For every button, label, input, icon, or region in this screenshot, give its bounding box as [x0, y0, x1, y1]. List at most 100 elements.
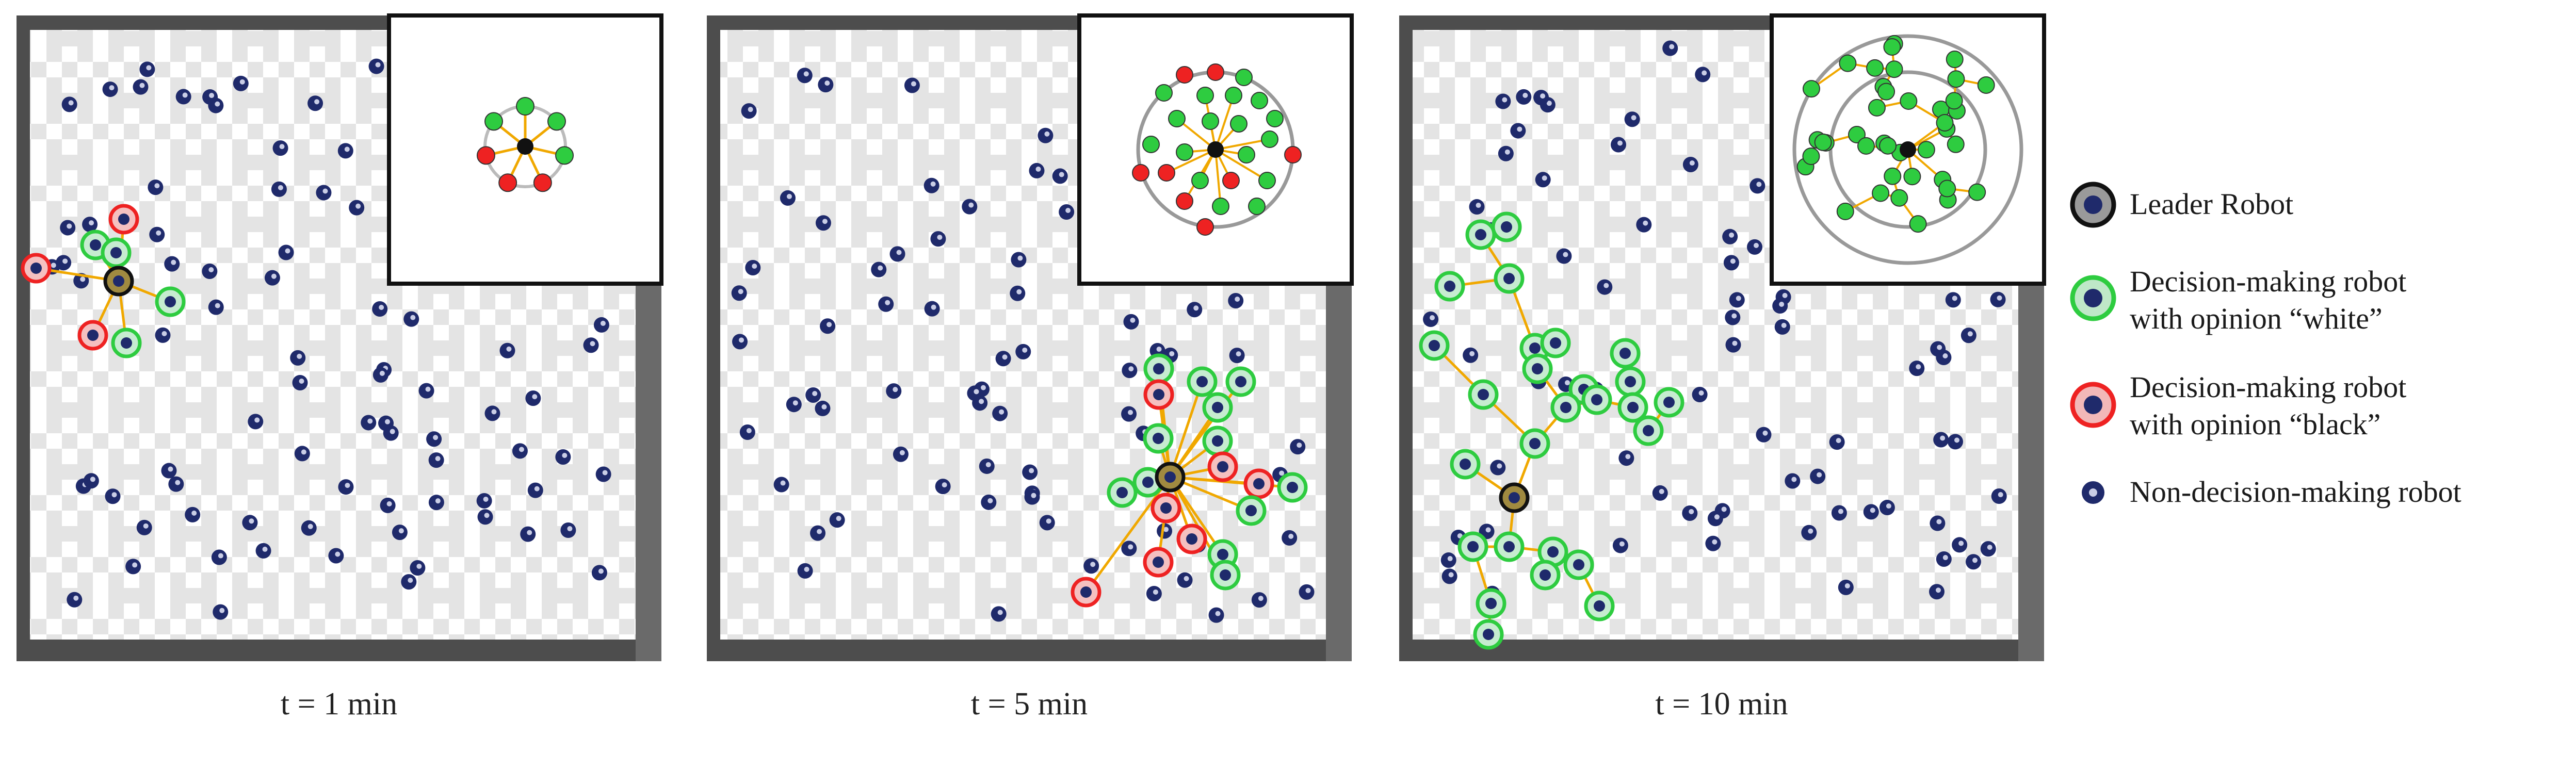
non-decision-robot [368, 58, 384, 74]
network-leader-node [517, 138, 533, 155]
white-opinion-robot [1187, 366, 1218, 397]
network-node [1977, 76, 1995, 94]
non-decision-robot [1636, 217, 1652, 233]
black-opinion-robot [1243, 468, 1274, 499]
non-decision-robot [1187, 302, 1203, 318]
non-decision-robot [1463, 347, 1479, 363]
non-decision-robot [60, 220, 76, 236]
communication-network [1419, 211, 1684, 650]
non-decision-robot [1909, 361, 1925, 377]
non-decision-robot [935, 479, 951, 495]
non-decision-robot [372, 301, 388, 317]
white-opinion-robot [1530, 560, 1561, 591]
non-decision-robot [1052, 168, 1068, 184]
network-leader-node [1207, 141, 1224, 158]
non-decision-robot [797, 68, 813, 84]
white-opinion-robot [1494, 263, 1525, 294]
non-decision-robot [290, 350, 306, 366]
network-node [1900, 92, 1918, 110]
non-decision-robot [349, 200, 365, 216]
non-decision-robot [979, 458, 995, 474]
non-decision-robot [418, 383, 434, 399]
non-decision-robot [1936, 551, 1952, 567]
non-decision-robot [1024, 489, 1040, 505]
non-decision-robot [338, 479, 354, 495]
network-node [1212, 198, 1229, 215]
non-decision-robot [924, 301, 940, 317]
non-decision-robot [1122, 363, 1138, 379]
network-node [1248, 198, 1266, 215]
non-decision-robot [1774, 319, 1790, 335]
non-decision-robot [164, 256, 180, 272]
non-decision-robot [1930, 341, 1946, 357]
non-decision-robot [1490, 460, 1506, 476]
network-node [1222, 172, 1240, 189]
non-decision-robot [337, 143, 353, 159]
black-opinion-robot [1143, 547, 1174, 578]
non-decision-robot [213, 604, 229, 620]
non-decision-robot [1722, 228, 1738, 244]
non-decision-robot [56, 255, 72, 271]
white-opinion-robot [1457, 531, 1488, 562]
network-node [1890, 189, 1908, 207]
non-decision-robot [818, 77, 834, 93]
non-decision-robot [1692, 386, 1708, 402]
non-decision-robot [527, 482, 543, 498]
network-node [1836, 202, 1854, 220]
inset-network-diagram [387, 13, 663, 286]
non-decision-robot [1707, 511, 1723, 527]
network-node [1176, 66, 1193, 84]
network-node [1879, 137, 1897, 155]
non-decision-robot [1749, 178, 1765, 194]
non-decision-robot [1010, 285, 1026, 301]
non-decision-robot [1510, 123, 1526, 139]
network-node [1839, 54, 1857, 72]
white-opinion-robot [1654, 387, 1684, 418]
non-decision-robot [962, 199, 978, 215]
range-circle [1792, 34, 2023, 265]
white-opinion-robot [1210, 560, 1241, 591]
network-node [1202, 112, 1219, 130]
non-decision-robot [1991, 488, 2007, 504]
non-decision-robot [829, 512, 845, 528]
communication-network [1071, 353, 1308, 608]
network-node [1258, 172, 1276, 189]
legend-label-black: Decision-making robot with opinion “blac… [2130, 370, 2407, 441]
white-opinion-robot [1540, 328, 1571, 358]
leader-robot [1155, 462, 1186, 493]
network-node [1196, 218, 1214, 236]
non-decision-robot [133, 79, 149, 95]
network-node [1884, 167, 1902, 185]
non-decision-robot [380, 497, 396, 513]
network-node [1207, 63, 1224, 81]
non-decision-robot [1652, 485, 1668, 501]
non-decision-robot [1229, 348, 1245, 364]
network-node [1802, 147, 1820, 165]
non-decision-robot [233, 75, 249, 91]
non-decision-robot [1682, 505, 1698, 521]
non-decision-robot [1123, 314, 1139, 330]
white-opinion-robot [1563, 549, 1594, 580]
non-decision-robot [741, 103, 757, 119]
leader-robot-icon [2070, 182, 2116, 228]
non-decision-robot [1299, 584, 1315, 600]
non-decision-robot [211, 549, 227, 565]
non-decision-robot [773, 477, 789, 493]
network-node [1872, 184, 1890, 202]
non-decision-robot [520, 526, 536, 542]
white-opinion-robot [1519, 428, 1550, 459]
non-decision-robot [1423, 311, 1439, 327]
non-decision-robot [301, 520, 317, 536]
network-node [1132, 164, 1149, 182]
non-decision-robot [810, 525, 826, 541]
non-decision-robot [484, 405, 500, 421]
black-opinion-robot [1207, 451, 1238, 482]
white-opinion-robot [1473, 619, 1504, 650]
non-decision-robot [292, 374, 308, 390]
network-link [1084, 476, 1172, 593]
white-opinion-robot [1522, 353, 1553, 384]
white-opinion-robot [1468, 379, 1499, 410]
panel-2-caption: t = 5 min [970, 686, 1088, 722]
non-decision-robot [1961, 328, 1976, 343]
